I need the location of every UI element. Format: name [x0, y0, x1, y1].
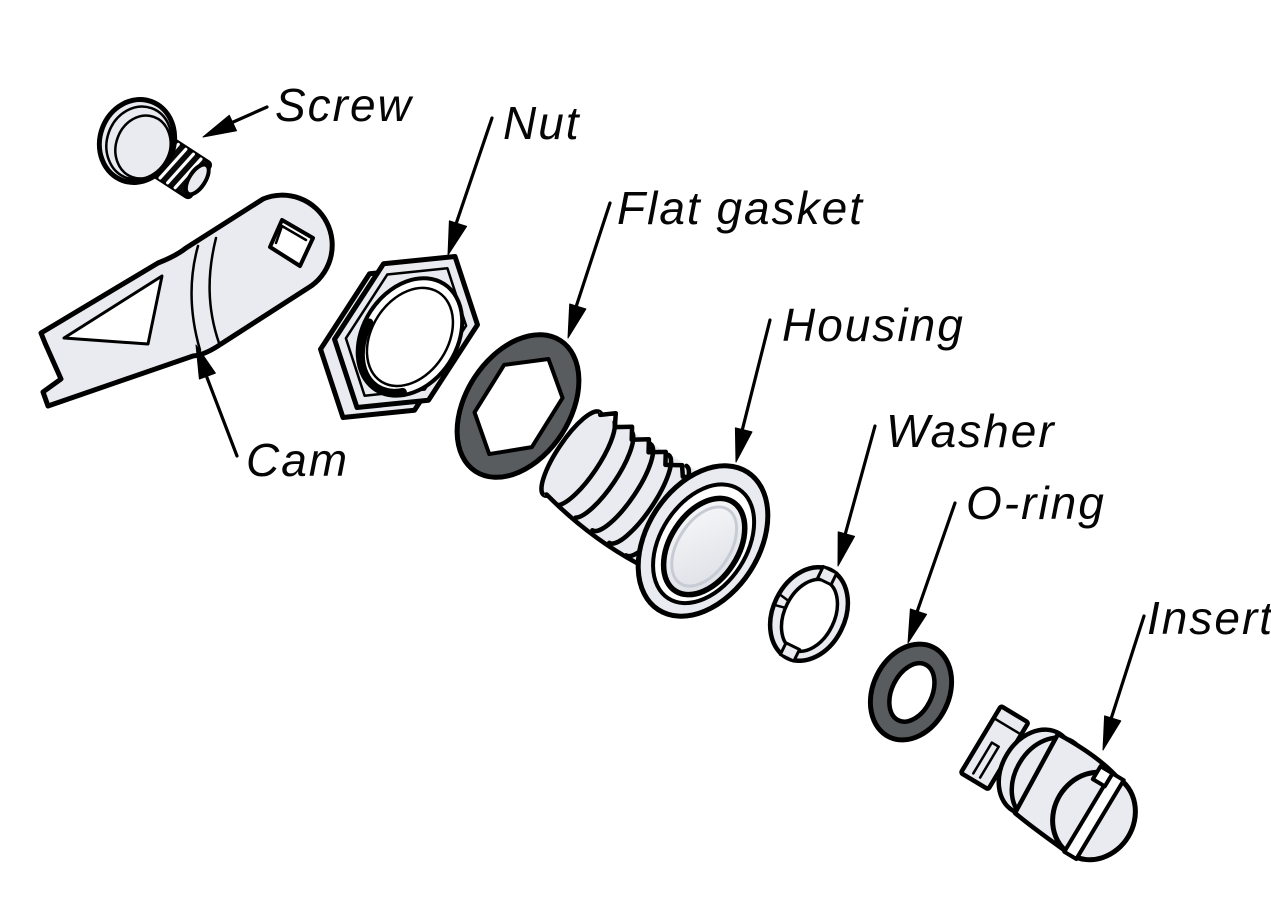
label-cam: Cam	[246, 434, 349, 486]
label-washer: Washer	[886, 405, 1056, 457]
leader-arrows	[195, 105, 1146, 751]
cam-part	[38, 192, 335, 409]
screw-tip	[183, 162, 211, 197]
insert-leader-arrow	[1102, 614, 1146, 751]
cam-fork-opening	[62, 274, 164, 346]
nut-leader-arrow	[447, 116, 494, 256]
housing-threads	[556, 419, 709, 571]
label-insert: Insert	[1147, 592, 1271, 644]
o-ring-leader-arrow	[907, 501, 957, 644]
washer-part	[767, 564, 851, 664]
insert-face	[1050, 764, 1138, 863]
nut-threads	[356, 318, 407, 397]
nut-part	[318, 254, 480, 420]
washer-tab-top	[816, 564, 839, 587]
label-housing: Housing	[782, 299, 965, 351]
label-flat-gasket: Flat gasket	[617, 182, 864, 234]
cam-leader-arrow	[195, 344, 239, 458]
screw-part	[96, 97, 213, 200]
label-screw: Screw	[275, 79, 414, 131]
housing-part	[539, 409, 771, 619]
label-o-ring: O-ring	[966, 477, 1106, 529]
flat-gasket-leader-arrow	[567, 201, 612, 339]
housing-bore	[660, 495, 748, 598]
insert-key-slot	[1062, 770, 1126, 862]
o-ring-part	[867, 641, 955, 743]
housing-front-flange	[635, 463, 771, 619]
cam-body	[38, 192, 335, 409]
flat-gasket-part	[454, 332, 582, 480]
washer-leader-arrow	[837, 424, 877, 567]
part-labels: Screw Cam Nut Flat gasket Housing Washer…	[246, 79, 1271, 644]
gasket-hole	[472, 357, 565, 457]
insert-slot-step	[1090, 764, 1115, 789]
insert-part	[959, 704, 1138, 863]
washer-tab-bottom	[778, 641, 802, 663]
screw-leader-arrow	[202, 105, 269, 138]
o-ring-hole	[887, 660, 937, 724]
label-nut: Nut	[503, 97, 581, 149]
housing-leader-arrow	[734, 318, 772, 463]
